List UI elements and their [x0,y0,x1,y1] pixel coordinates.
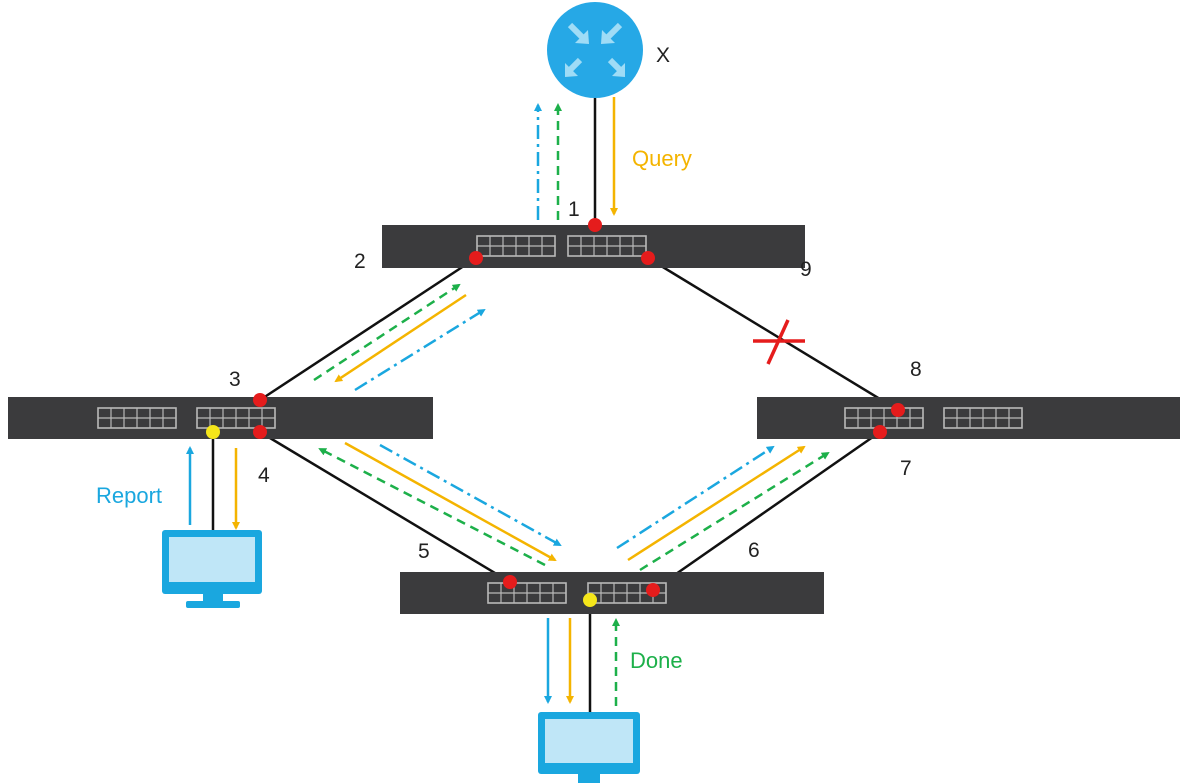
port-dot-2 [469,251,483,265]
switch-top [382,225,805,268]
arrows-2-3 [313,283,486,392]
arrows-4-5 [318,441,562,567]
query-label: Query [632,146,692,171]
port-dot-3 [253,393,267,407]
port-label-7: 7 [900,457,912,480]
port-label-4: 4 [258,464,270,487]
link-port6-port7 [652,430,881,592]
port-dot-5 [503,575,517,589]
port-label-5: 5 [418,540,430,563]
report-label: Report [96,483,162,508]
port-dot-host-left [206,425,220,439]
port-dot-4 [253,425,267,439]
port-dot-7 [873,425,887,439]
port-label-2: 2 [354,250,366,273]
switch-left [8,397,433,439]
arrows-router [534,97,618,220]
port-label-9: 9 [800,258,812,281]
arrows-host-left [186,446,240,530]
port-dot-9 [641,251,655,265]
port-dot-host-bottom [583,593,597,607]
port-label-3: 3 [229,368,241,391]
port-dot-8 [891,403,905,417]
port-dot-6 [646,583,660,597]
link-port9-port8 [647,256,899,412]
port-label-1: 1 [568,198,580,221]
switch-bottom [400,572,824,614]
port-label-8: 8 [910,358,922,381]
arrows-6-7 [616,445,830,572]
switch-right [757,397,1180,439]
port-label-6: 6 [748,539,760,562]
link-port2-port3 [259,256,477,402]
done-label: Done [630,648,683,673]
link-port4-port5 [259,430,511,584]
blocked-link-x-icon [753,319,805,365]
monitor-icon-bottom [538,712,640,783]
router-icon [547,2,643,98]
port-dot-1 [588,218,602,232]
links [211,95,899,712]
arrows-host-bottom [544,618,620,706]
router-label: X [656,44,670,67]
monitor-icon-left [162,530,262,608]
